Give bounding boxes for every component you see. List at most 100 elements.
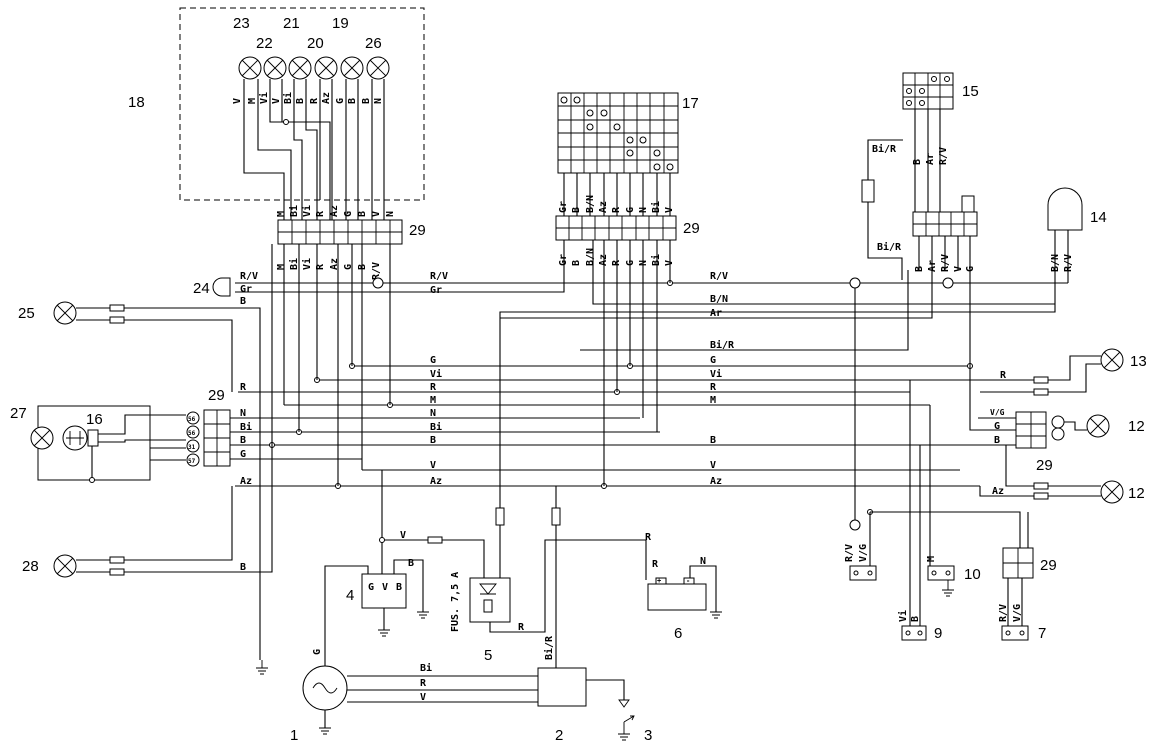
svg-text:+: + bbox=[657, 577, 661, 585]
connector-29-right: B Ar R/V V G bbox=[912, 195, 978, 272]
svg-text:V: V bbox=[710, 460, 716, 471]
svg-text:56: 56 bbox=[188, 416, 196, 423]
svg-text:V: V bbox=[271, 98, 282, 104]
label-12-a: 12 bbox=[1128, 418, 1145, 435]
svg-text:R: R bbox=[430, 382, 437, 393]
svg-text:V: V bbox=[400, 530, 406, 541]
svg-text:57: 57 bbox=[188, 458, 196, 465]
svg-text:Bi/R: Bi/R bbox=[872, 143, 897, 155]
svg-text:-: - bbox=[686, 577, 690, 585]
battery-6: + - R R N bbox=[645, 532, 722, 619]
svg-text:B: B bbox=[240, 296, 246, 307]
lamp-icon bbox=[288, 56, 312, 80]
label-29-e: 29 bbox=[1040, 557, 1057, 574]
svg-text:B: B bbox=[914, 266, 925, 272]
svg-text:B: B bbox=[396, 582, 402, 593]
label-4: 4 bbox=[346, 587, 354, 604]
label-25: 25 bbox=[18, 305, 35, 322]
svg-text:R: R bbox=[309, 97, 320, 104]
svg-text:N: N bbox=[638, 207, 649, 213]
instrument-panel-outline bbox=[179, 7, 425, 201]
svg-text:R: R bbox=[315, 263, 326, 270]
svg-text:Az: Az bbox=[329, 205, 340, 217]
label-23: 23 bbox=[233, 15, 250, 32]
svg-text:B: B bbox=[347, 98, 358, 104]
ignition-switch-15 bbox=[902, 72, 954, 110]
svg-text:B: B bbox=[430, 435, 436, 446]
svg-text:R: R bbox=[645, 532, 652, 543]
svg-text:V/G: V/G bbox=[990, 408, 1005, 417]
connector-29-left bbox=[277, 219, 403, 245]
connector-29-left-labels: M Bi Vi R Az G B V N M Bi Vi R Az G B R/… bbox=[276, 205, 396, 280]
lamp-icon bbox=[238, 56, 262, 80]
svg-text:R/V: R/V bbox=[710, 271, 728, 282]
panel-warning-lamps bbox=[238, 56, 390, 80]
svg-text:Vi: Vi bbox=[430, 368, 442, 380]
svg-text:B/N: B/N bbox=[585, 248, 596, 266]
lamp-icon bbox=[366, 56, 390, 80]
svg-text:31: 31 bbox=[188, 444, 196, 451]
svg-text:R/V: R/V bbox=[1063, 254, 1074, 272]
svg-text:B: B bbox=[571, 207, 582, 213]
svg-text:Vi: Vi bbox=[710, 368, 722, 380]
svg-text:N: N bbox=[240, 408, 246, 419]
svg-text:V: V bbox=[953, 266, 964, 272]
svg-text:Az: Az bbox=[321, 92, 332, 104]
svg-text:Gr: Gr bbox=[240, 284, 252, 295]
label-22: 22 bbox=[256, 35, 273, 52]
svg-text:G: G bbox=[343, 211, 354, 217]
svg-text:G: G bbox=[625, 207, 636, 213]
svg-text:B/N: B/N bbox=[585, 195, 596, 213]
svg-text:M: M bbox=[276, 264, 287, 270]
svg-text:B: B bbox=[994, 435, 1000, 446]
svg-text:Vi: Vi bbox=[897, 610, 909, 622]
svg-text:Bi: Bi bbox=[288, 205, 300, 217]
svg-text:B: B bbox=[408, 558, 414, 569]
label-29-c: 29 bbox=[208, 387, 225, 404]
svg-text:V/G: V/G bbox=[1012, 604, 1023, 622]
headlamp-27-16: 56 56 31 57 N Bi B G bbox=[30, 405, 362, 483]
label-2: 2 bbox=[555, 727, 563, 744]
stop-switch-front: R/V V/G bbox=[844, 288, 1021, 581]
svg-text:R/V: R/V bbox=[940, 254, 951, 272]
svg-text:M: M bbox=[430, 395, 436, 406]
label-29-b: 29 bbox=[683, 220, 700, 237]
svg-text:FUS. 7,5 A: FUS. 7,5 A bbox=[450, 572, 461, 632]
svg-text:Az: Az bbox=[329, 258, 340, 270]
label-15: 15 bbox=[962, 83, 979, 100]
svg-text:Bi: Bi bbox=[420, 662, 432, 674]
svg-text:Bi: Bi bbox=[240, 421, 252, 433]
svg-text:N: N bbox=[430, 408, 436, 419]
horn-button-24: R/V Gr bbox=[212, 271, 258, 297]
svg-text:R: R bbox=[518, 622, 525, 633]
regulator-4: G V B V B G bbox=[312, 470, 485, 676]
svg-text:Gr: Gr bbox=[558, 201, 569, 213]
svg-text:R/V: R/V bbox=[371, 262, 382, 280]
switch-7: R/V V/G bbox=[998, 512, 1034, 641]
svg-text:B: B bbox=[240, 435, 246, 446]
lamp-icon bbox=[314, 56, 338, 80]
lamp-12-upper: V/G G B bbox=[969, 270, 1110, 487]
svg-text:R: R bbox=[652, 559, 659, 570]
ignition-wires: Bi/R Bi/R B Ar R/V bbox=[861, 109, 949, 280]
svg-text:V: V bbox=[382, 582, 388, 593]
svg-text:Bi/R: Bi/R bbox=[710, 339, 735, 351]
svg-text:N: N bbox=[700, 556, 706, 567]
svg-text:B: B bbox=[357, 211, 368, 217]
lamp-13: R bbox=[970, 348, 1124, 396]
svg-text:B: B bbox=[710, 435, 716, 446]
svg-text:M: M bbox=[926, 556, 937, 562]
label-27: 27 bbox=[10, 405, 27, 422]
label-1: 1 bbox=[290, 727, 298, 744]
svg-text:R/V: R/V bbox=[430, 271, 448, 282]
label-21: 21 bbox=[283, 15, 300, 32]
svg-text:Ar: Ar bbox=[710, 308, 722, 319]
label-20: 20 bbox=[307, 35, 324, 52]
svg-text:Bi/R: Bi/R bbox=[543, 635, 555, 660]
main-harness: R/V Gr R/V B/N Ar Bi/R G G Vi Vi R R M M… bbox=[235, 240, 1068, 515]
label-13: 13 bbox=[1130, 353, 1147, 370]
svg-text:R: R bbox=[240, 382, 247, 393]
svg-text:Vi: Vi bbox=[301, 258, 313, 270]
generator-1: Bi R V bbox=[302, 662, 538, 735]
svg-text:Az: Az bbox=[240, 476, 252, 487]
